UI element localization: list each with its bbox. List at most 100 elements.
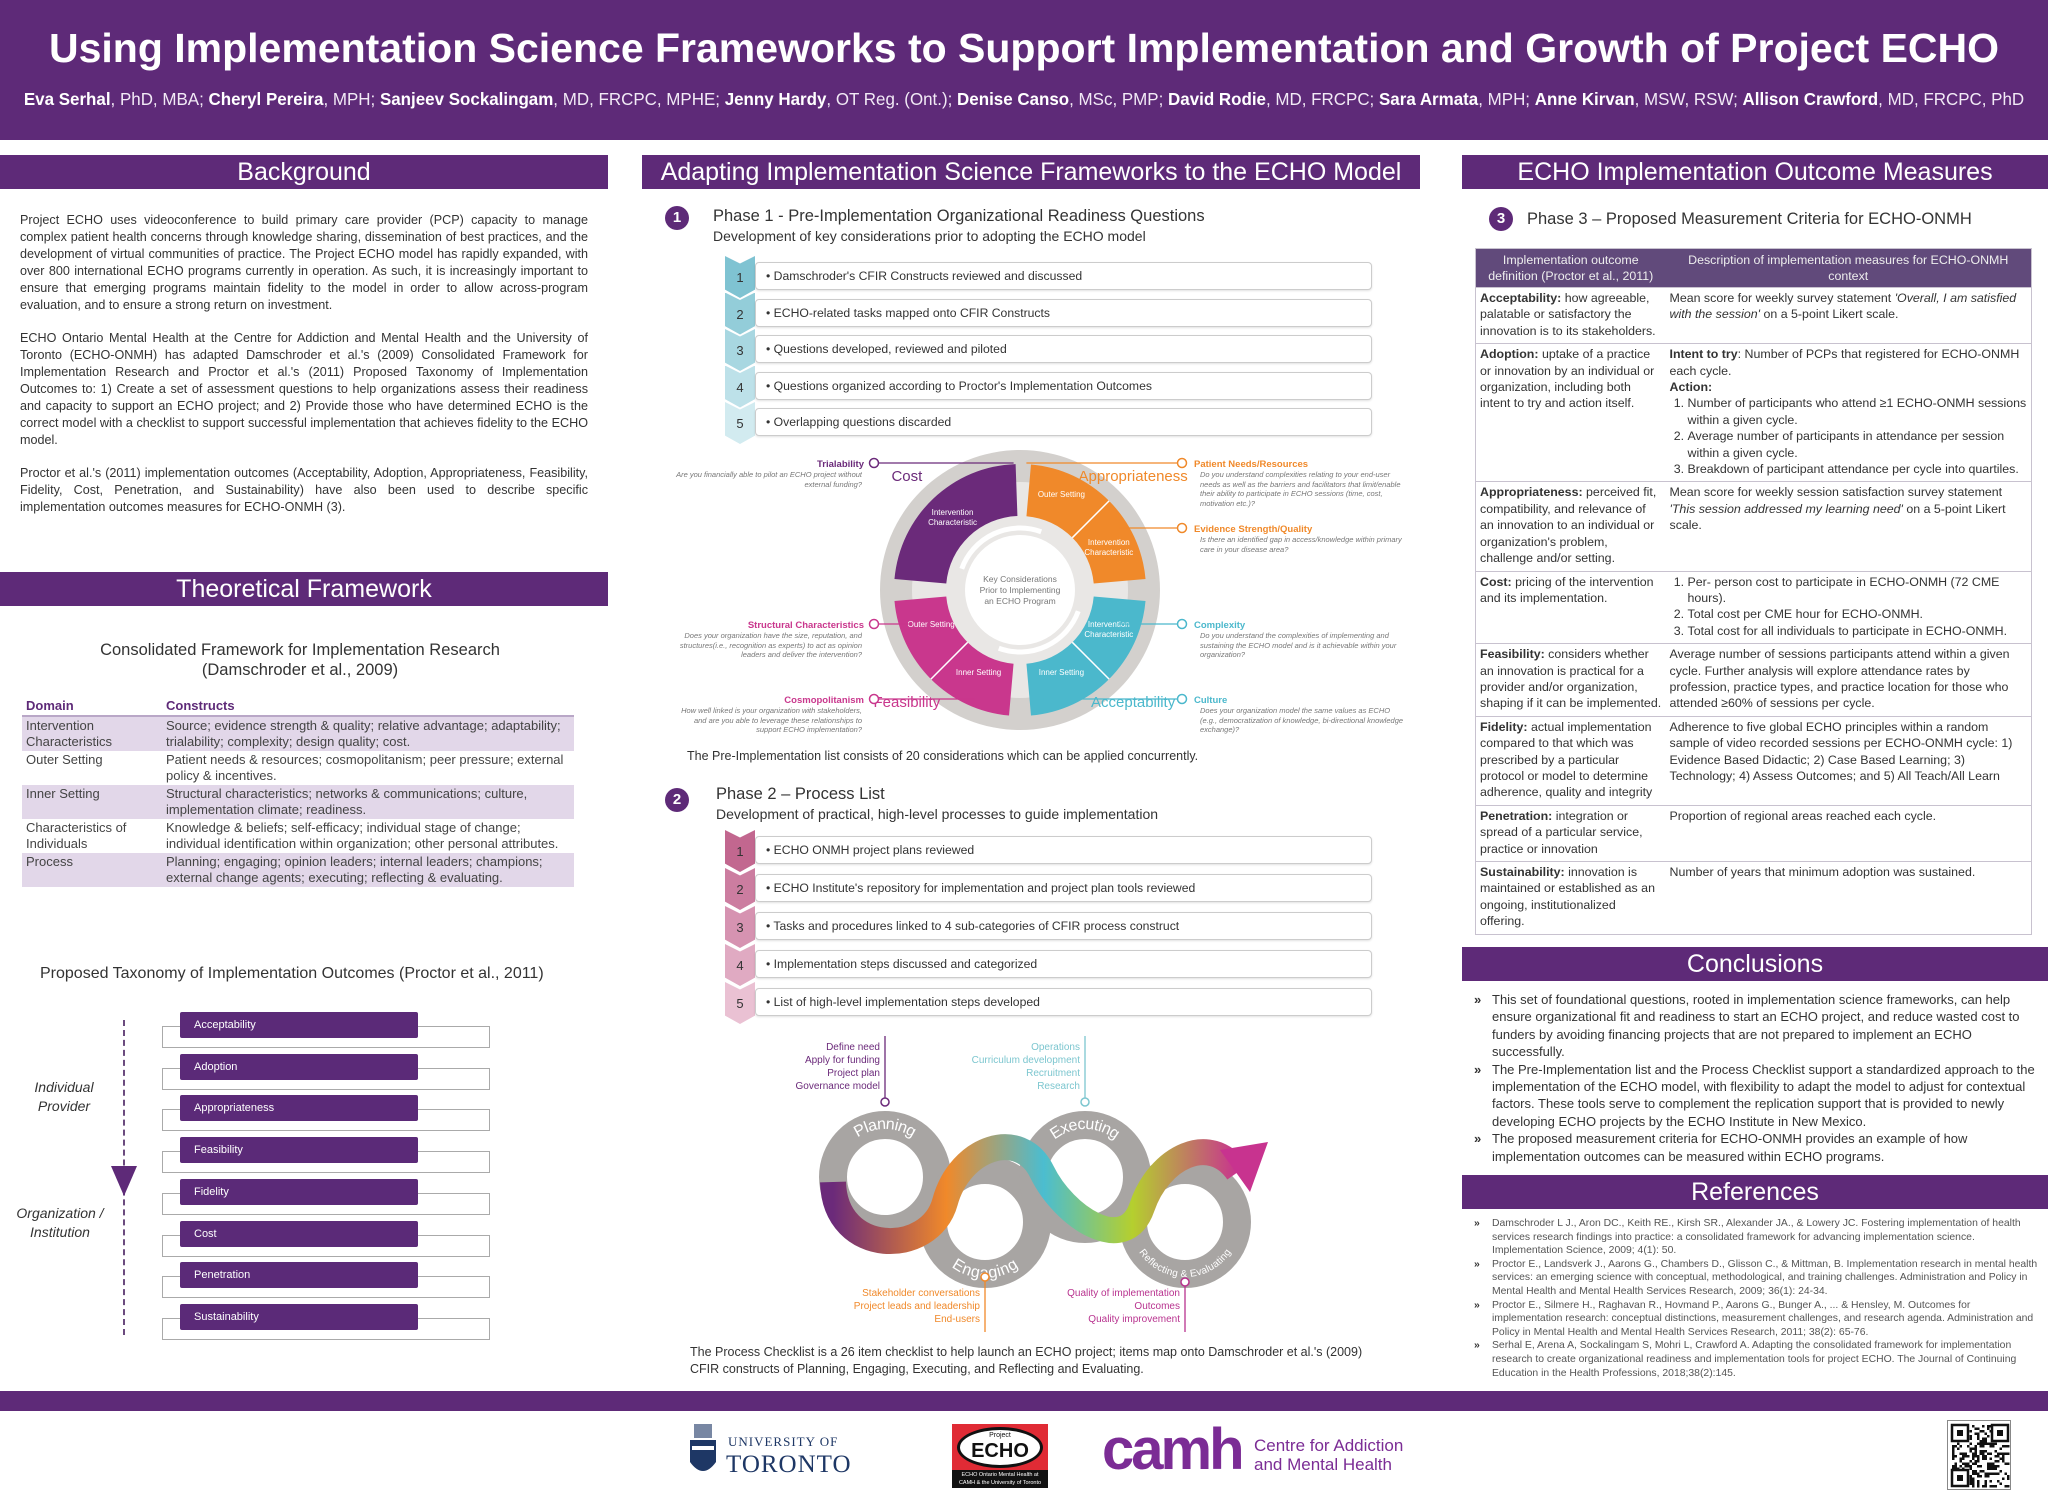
taxonomy-outcome: Feasibility: [180, 1137, 418, 1164]
wheel-domain-label: Intervention Characteristic: [928, 507, 977, 527]
wheel-domain-box: Inner Setting: [1039, 668, 1084, 677]
cfir-constructs: Planning; engaging; opinion leaders; int…: [162, 853, 574, 887]
cfir-domain: Process: [22, 853, 162, 887]
annotation-question-box: Does your organization have the size, re…: [680, 631, 862, 659]
annotation-question: Do you understand complexities relating …: [1200, 470, 1401, 508]
reference-item: Proctor E., Landsverk J., Aarons G., Cha…: [1470, 1258, 2038, 1299]
outcome-row: Fidelity: actual implementation compared…: [1475, 715, 2032, 806]
step-chevron-number: 3: [725, 906, 755, 948]
cfir-domain: Outer Setting: [26, 752, 103, 767]
outcome-definition: pricing of the intervention and its impl…: [1480, 574, 1654, 605]
wheel-outcome-label: Acceptability: [1091, 694, 1176, 711]
outcome-definition-cell: Acceptability: how agreeable, palatable …: [1475, 286, 1666, 344]
stage-activity: Quality improvement: [1088, 1314, 1180, 1325]
outcome-definition-cell: Fidelity: actual implementation compared…: [1475, 715, 1666, 806]
segment-divider: [1071, 641, 1110, 680]
taxonomy-outcome: Adoption: [180, 1053, 418, 1080]
conclusions-heading: Conclusions: [1462, 947, 2048, 981]
author-credentials: , MPH;: [1478, 89, 1535, 109]
background-heading: Background: [0, 155, 608, 189]
cfir-citation: (Damschroder et al., 2009): [201, 661, 399, 679]
phase3-title: Phase 3 – Proposed Measurement Criteria …: [1527, 210, 1972, 228]
stage-activity: Curriculum development: [972, 1055, 1081, 1066]
annotation-marker-icon: [868, 618, 880, 630]
author-name: Denise Canso: [957, 89, 1070, 109]
reference-item: Proctor E., Silmere H., Raghavan R., Hov…: [1470, 1299, 2038, 1340]
wheel-domain-box: Inner Setting: [956, 668, 1001, 677]
annotation-marker-icon: [1176, 693, 1188, 705]
camh-line1: Centre for Addiction: [1254, 1436, 1404, 1455]
outcome-term: Adoption:: [1480, 347, 1539, 362]
camh-name: Centre for Addiction and Mental Health: [1254, 1436, 1403, 1474]
outcome-row: Feasibility: considers whether an innova…: [1475, 643, 2032, 717]
references-list: Damschroder L J., Aron DC., Keith RE., K…: [1470, 1217, 2038, 1380]
outcome-measure-cell: Intent to try: Number of PCPs that regis…: [1665, 343, 2032, 482]
background-text: Project ECHO uses videoconference to bui…: [20, 212, 588, 532]
outcome-measures-table: Implementation outcome definition (Proct…: [1475, 248, 2032, 935]
process-cycle-diagram: PlanningEngagingExecutingReflecting & Ev…: [796, 1036, 1268, 1332]
outcome-measure-cell: Proportion of regional areas reached eac…: [1665, 804, 2032, 862]
outcome-measure-cell: Number of years that minimum adoption wa…: [1665, 861, 2032, 935]
step-chevron-number: 2: [725, 868, 755, 910]
wheel-center: [965, 535, 1075, 645]
reference-item: Serhal E, Arena A, Sockalingam S, Mohri …: [1470, 1339, 2038, 1380]
step-text: • Implementation steps discussed and cat…: [755, 950, 1372, 978]
measure-text: Adherence to five global ECHO principles…: [1669, 719, 2013, 783]
step-text: • Questions developed, reviewed and pilo…: [755, 335, 1372, 363]
wheel-domain-box: Intervention Characteristic: [1084, 537, 1134, 557]
step-text: • ECHO Institute's repository for implem…: [755, 874, 1372, 902]
wheel-outcome-label: Cost: [891, 468, 923, 485]
step-chevron-number: 4: [725, 365, 755, 408]
author-name: Cheryl Pereira: [208, 89, 324, 109]
author-name: Sanjeev Sockalingam: [379, 89, 554, 109]
wheel-center-text: an ECHO Program: [984, 596, 1055, 606]
outcome-definition: innovation is maintained or established …: [1480, 865, 1655, 929]
stage-marker-icon: [980, 1272, 990, 1282]
qr-code-icon[interactable]: [1947, 1420, 2011, 1490]
segment-divider: [1071, 500, 1110, 539]
annotation-title: Culture: [1194, 695, 1227, 706]
annotation-question-box: Do you understand complexities relating …: [1200, 470, 1401, 508]
author-credentials: , MSc, PMP;: [1069, 89, 1169, 109]
step-text: • List of high-level implementation step…: [755, 988, 1372, 1016]
cfir-constructs: Knowledge & beliefs; self-efficacy; indi…: [166, 820, 559, 851]
down-arrow-icon: [111, 1166, 137, 1196]
outcome-term: Acceptability:: [1480, 291, 1562, 305]
footer-bar: [0, 1391, 2048, 1411]
outcome-row: Penetration: integration or spread of a …: [1475, 804, 2032, 862]
echo-logo: Project ECHO ECHO Ontario Mental Health …: [952, 1424, 1048, 1488]
author-name: Jenny Hardy: [724, 89, 827, 109]
wheel-domain-box: Intervention Characteristic: [1084, 620, 1134, 640]
step-chevron-number: 2: [725, 292, 755, 335]
outcome-term: Fidelity:: [1480, 719, 1528, 734]
wheel-domain-label: Intervention Characteristic: [1084, 620, 1134, 640]
outcome-row: Cost: pricing of the intervention and it…: [1475, 570, 2032, 644]
phase1-caption: The Pre-Implementation list consists of …: [687, 749, 1199, 763]
stage-activity: Stakeholder conversations: [862, 1288, 980, 1299]
outcome-column-header: Description of implementation measures f…: [1665, 248, 2032, 288]
step-text: • Tasks and procedures linked to 4 sub-c…: [755, 912, 1372, 940]
outcome-definition-cell: Appropriateness: perceived fit, compatib…: [1475, 481, 1666, 571]
annotation-marker-icon: [1176, 457, 1188, 469]
step-chevron-number: 5: [725, 402, 755, 444]
cfir-constructs: Patient needs & resources; cosmopolitani…: [166, 752, 564, 783]
wheel-center-text: Prior to Implementing: [980, 585, 1061, 595]
wheel-domain-label: Intervention Characteristic: [1084, 537, 1134, 557]
conclusion-item: The Pre-Implementation list and the Proc…: [1470, 1061, 2038, 1131]
stage-activity: Project plan: [827, 1068, 880, 1079]
echo-wordmark: ECHO: [971, 1440, 1029, 1462]
cfir-title: Consolidated Framework for Implementatio…: [100, 641, 500, 659]
measure-text: on a 5-point Likert scale.: [1669, 501, 2006, 533]
author-name: David Rodie: [1168, 89, 1266, 109]
outcome-measure-cell: Mean score for weekly session satisfacti…: [1665, 481, 2032, 571]
arrowhead-icon: [1220, 1142, 1268, 1192]
measure-action-label: Action:: [1669, 380, 1713, 395]
wheel-center-text: Key Considerations: [983, 574, 1057, 584]
outcome-term: Penetration:: [1480, 808, 1553, 823]
step-chevron-number: 4: [725, 944, 755, 986]
measure-survey-statement: 'Overall, I am satisfied with the sessio…: [1669, 291, 2017, 322]
annotation-question-box: Does your organization model the same va…: [1200, 706, 1403, 734]
